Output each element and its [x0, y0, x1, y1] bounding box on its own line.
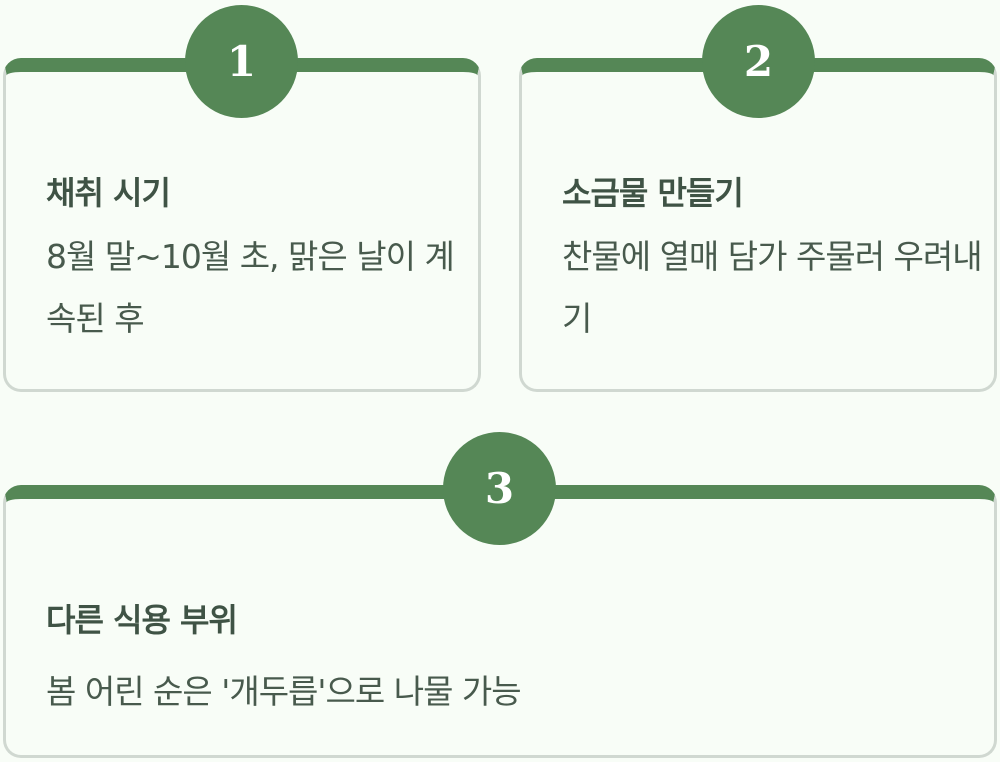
card-body: 찬물에 열매 담가 주물러 우려내기 [562, 237, 983, 338]
card-title: 채취 시기 [46, 174, 171, 212]
step-number-badge: 2 [702, 5, 815, 118]
step-card-2: 소금물 만들기 찬물에 열매 담가 주물러 우려내기 [519, 58, 997, 392]
step-number-badge: 3 [443, 432, 556, 545]
card-title: 다른 식용 부위 [46, 601, 238, 639]
step-number-badge: 1 [185, 5, 298, 118]
card-body: 봄 어린 순은 '개두릅'으로 나물 가능 [46, 672, 522, 711]
card-title: 소금물 만들기 [562, 174, 744, 212]
card-body: 8월 말~10월 초, 맑은 날이 계속된 후 [46, 237, 455, 338]
